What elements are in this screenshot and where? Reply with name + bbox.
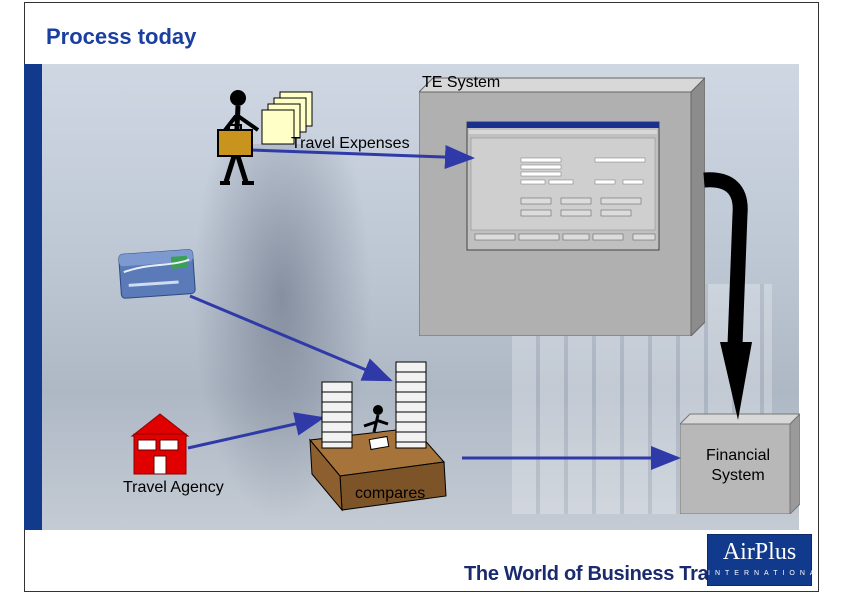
travel-expenses-label: Travel Expenses xyxy=(291,135,410,152)
compares-label: compares xyxy=(355,485,426,502)
house-icon xyxy=(130,413,190,475)
credit-card-icon xyxy=(118,249,196,299)
financial-system-box xyxy=(680,413,800,514)
airplus-logo: AirPlus INTERNATIONAL xyxy=(707,534,829,586)
financial-system-label-line1: Financial xyxy=(705,447,771,464)
te-app-window-icon xyxy=(466,121,660,251)
logo-main-text: AirPlus xyxy=(722,539,797,565)
logo-sub-text: INTERNATIONAL xyxy=(708,570,829,577)
desk-with-paper-stacks-icon xyxy=(309,361,447,512)
large-curved-arrow-icon xyxy=(703,172,752,420)
arrow-agency-to-desk xyxy=(187,412,325,450)
arrow-card-to-desk xyxy=(189,294,393,382)
page-title: Process today xyxy=(46,24,197,49)
documents-icon xyxy=(261,91,313,145)
te-system-label: TE System xyxy=(422,74,501,91)
financial-system-label-line2: System xyxy=(711,467,765,484)
footer-slogan: The World of Business Travel. xyxy=(464,563,741,585)
travel-agency-label: Travel Agency xyxy=(123,479,224,496)
arrow-expenses-to-te xyxy=(251,145,475,170)
sidebar-accent-bar xyxy=(24,64,42,530)
te-system-box xyxy=(419,77,705,336)
financial-system-label: Financial System xyxy=(680,446,796,486)
person-with-briefcase-icon xyxy=(217,90,260,185)
